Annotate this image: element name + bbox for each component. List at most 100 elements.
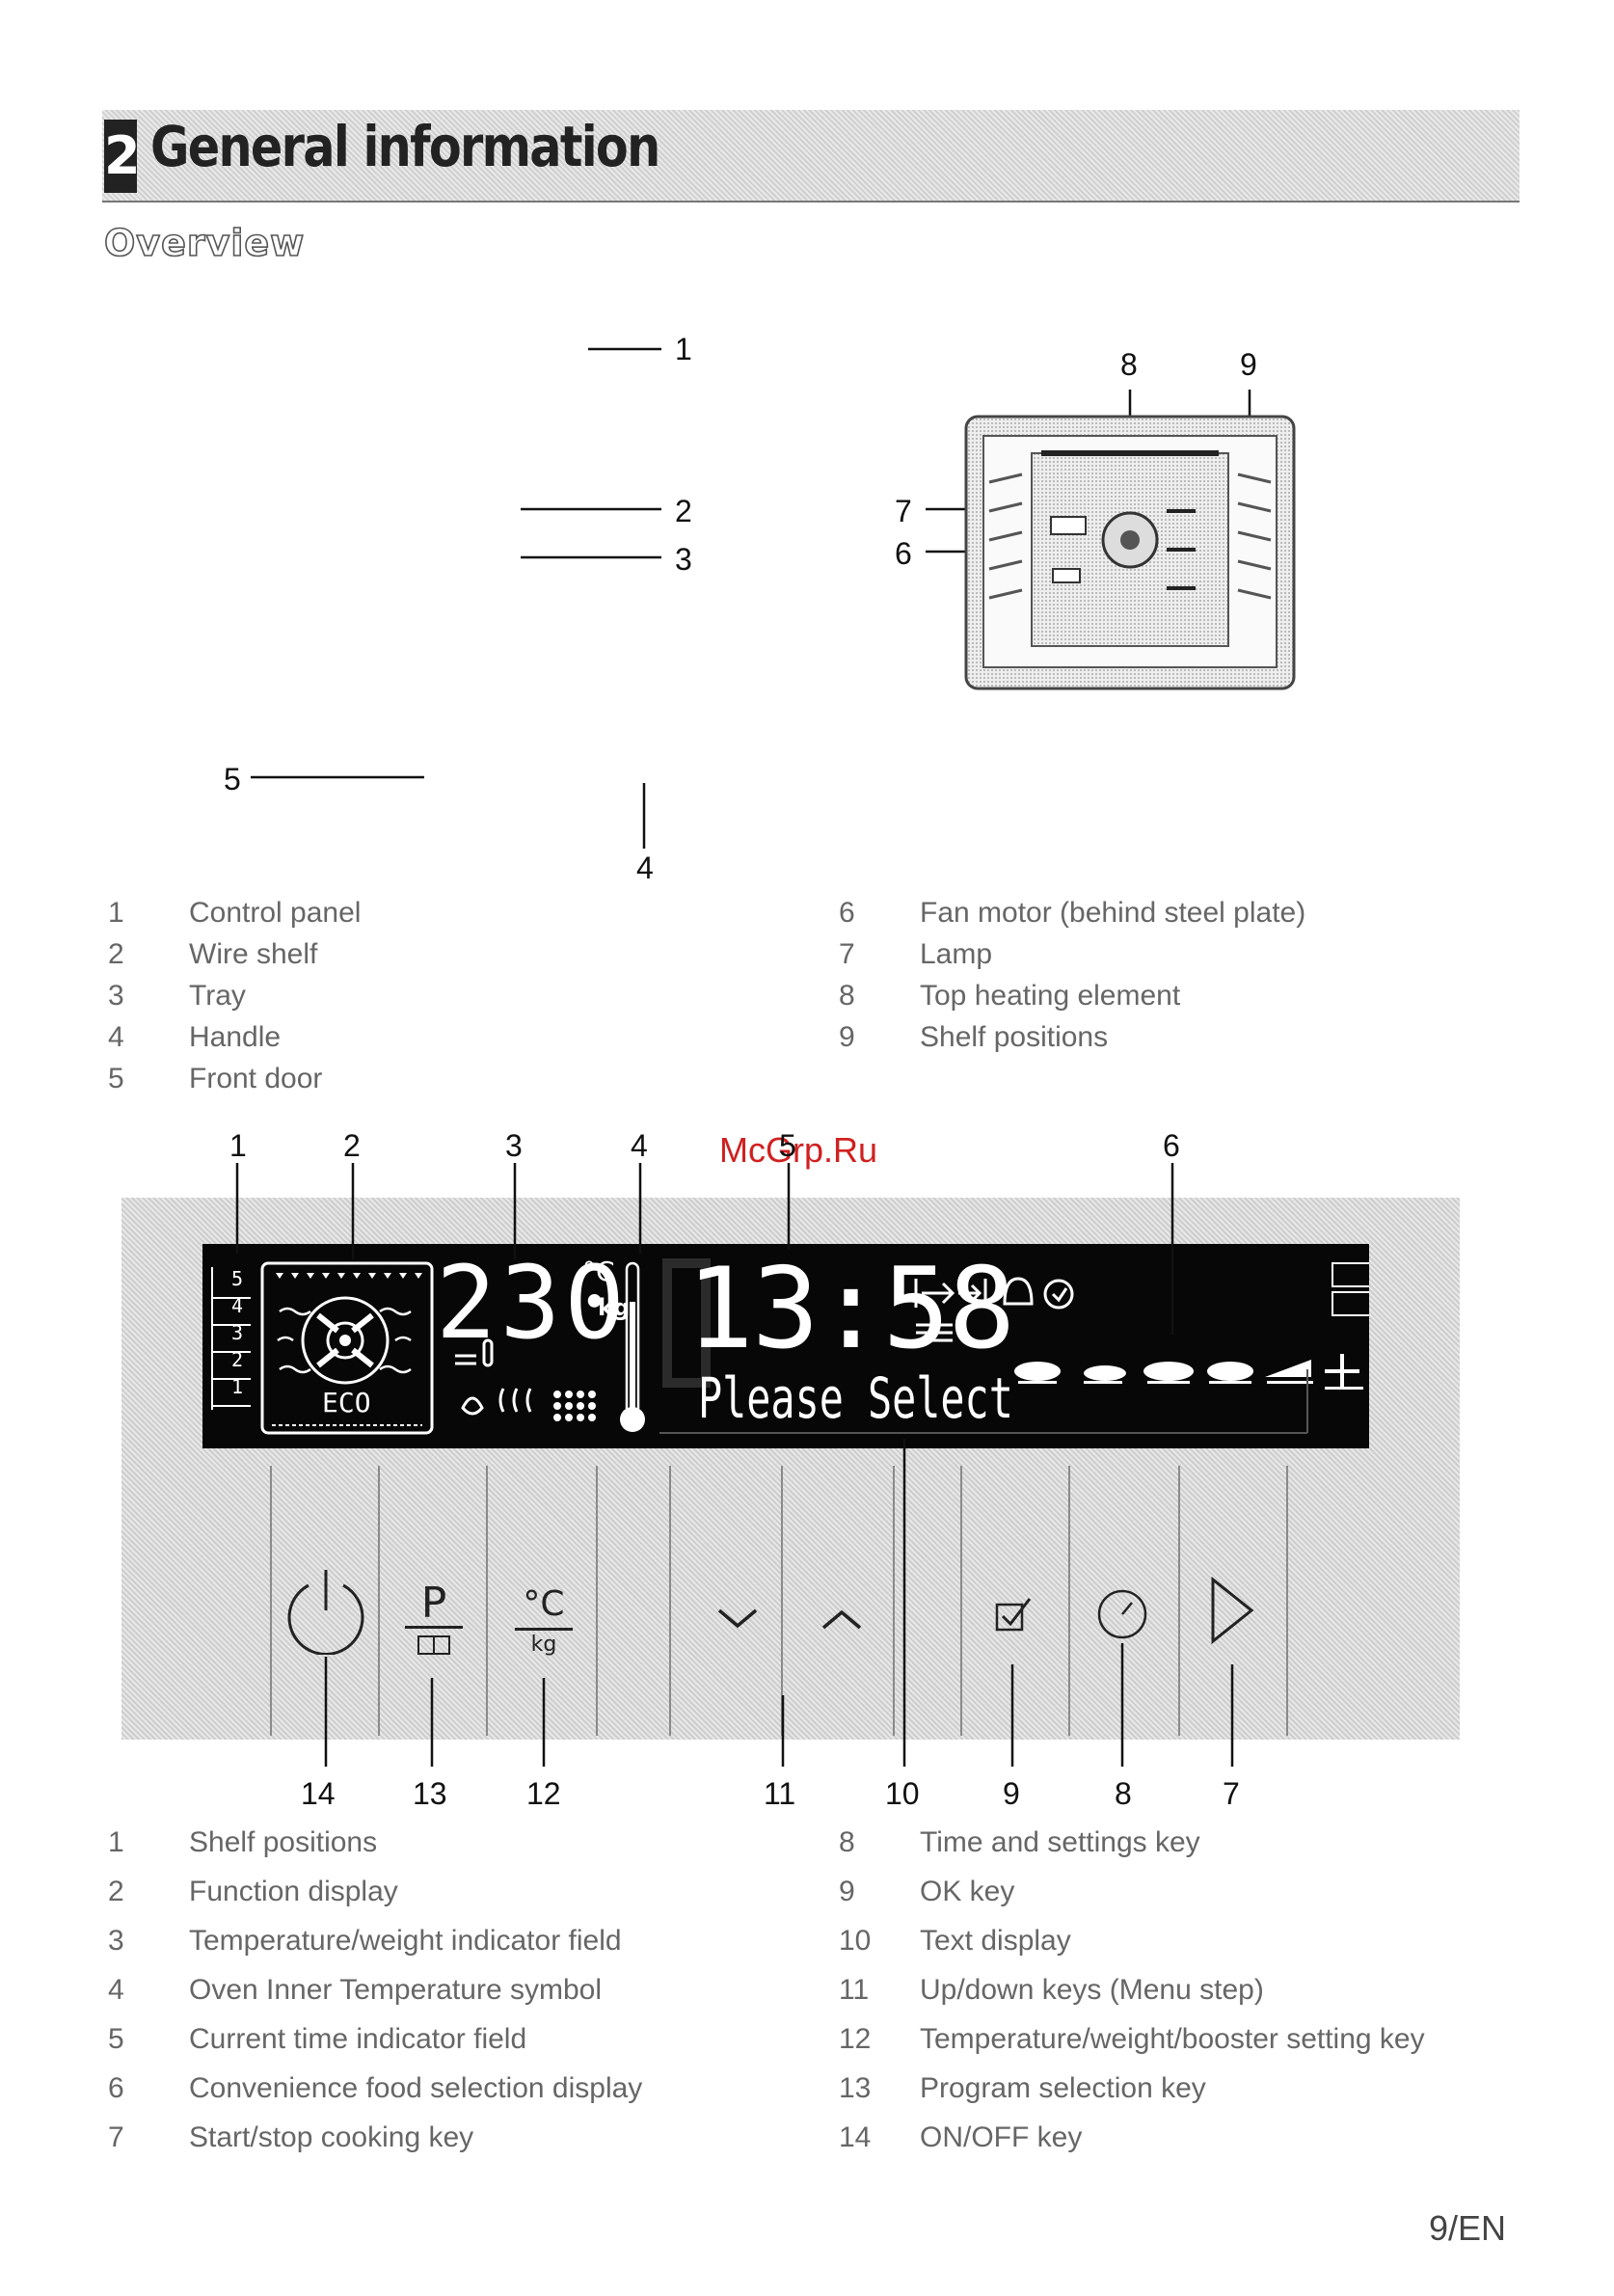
program-selection-key[interactable]: P: [405, 1581, 463, 1678]
key-divider: [270, 1466, 272, 1736]
legend-num: 2: [108, 1876, 124, 1907]
on-off-key[interactable]: [280, 1562, 372, 1656]
program-key-label: P: [405, 1581, 463, 1629]
legend-num: 12: [839, 2023, 872, 2055]
lcd-text-display: Please Select: [698, 1365, 1013, 1431]
key-divider: [596, 1466, 598, 1736]
legend-text: Front door: [189, 1063, 323, 1094]
shelf-level: 3: [231, 1321, 244, 1344]
legend-num: 1: [108, 1826, 124, 1858]
legend-text: Convenience food selection display: [189, 2072, 643, 2104]
legend-num: 7: [839, 938, 855, 970]
lcd-time: 13:58: [686, 1244, 1015, 1374]
program-book-icon: [417, 1635, 450, 1655]
section-title: Overview: [103, 221, 306, 265]
down-key[interactable]: [704, 1591, 771, 1649]
legend-text: Handle: [189, 1021, 282, 1053]
lcd-temperature: 230: [436, 1244, 629, 1362]
panel-callout-8: 8: [1115, 1776, 1132, 1811]
up-key[interactable]: [808, 1591, 875, 1649]
legend-text: OK key: [920, 1876, 1015, 1907]
legend-text: Function display: [189, 1876, 398, 1907]
legend-num: 2: [108, 938, 124, 970]
panel-callout-4: 4: [631, 1128, 648, 1163]
cavity-callout-6: 6: [895, 536, 912, 571]
legend-num: 14: [839, 2121, 872, 2153]
oven-cavity-illustration: [964, 415, 1296, 690]
legend-num: 13: [839, 2072, 872, 2104]
time-settings-key[interactable]: [1093, 1585, 1151, 1643]
legend-num: 6: [839, 897, 855, 929]
oven-callout-3: 3: [675, 542, 692, 577]
legend-text: Up/down keys (Menu step): [920, 1974, 1264, 2006]
key-divider: [1286, 1466, 1288, 1736]
legend-text: Top heating element: [920, 980, 1181, 1012]
legend-text: Wire shelf: [189, 938, 318, 970]
legend-num: 9: [839, 1021, 855, 1053]
lcd-temp-unit: °C: [582, 1256, 615, 1287]
legend-text: Tray: [189, 980, 246, 1012]
panel-callout-14: 14: [301, 1776, 336, 1811]
play-icon: [1211, 1576, 1254, 1645]
legend-num: 5: [108, 1063, 124, 1094]
lcd-graphics: [211, 1258, 1369, 1435]
key-divider: [960, 1466, 962, 1736]
key-divider: [378, 1466, 380, 1736]
weight-key-label: kg: [530, 1633, 557, 1657]
panel-callout-12: 12: [526, 1776, 561, 1811]
panel-callout-11: 11: [764, 1776, 796, 1811]
legend-text: ON/OFF key: [920, 2121, 1083, 2153]
legend-num: 8: [839, 980, 855, 1012]
legend-num: 10: [839, 1925, 872, 1957]
legend-text: Shelf positions: [189, 1826, 378, 1858]
chevron-down-icon: [717, 1608, 758, 1629]
chapter-number: 2: [104, 120, 141, 193]
temp-key-label: °C: [515, 1581, 573, 1631]
oven-callout-5: 5: [224, 762, 241, 797]
temperature-weight-key[interactable]: °C kg: [515, 1581, 573, 1678]
oven-callout-2: 2: [675, 494, 692, 528]
chapter-title: General information: [150, 114, 660, 179]
legend-text: Control panel: [189, 897, 362, 929]
chapter-header-bar: [102, 110, 1520, 203]
legend-text: Shelf positions: [920, 1021, 1109, 1053]
shelf-level: 4: [231, 1294, 244, 1317]
panel-callout-5: 5: [779, 1128, 796, 1163]
checkbox-icon: [995, 1598, 1032, 1632]
legend-text: Text display: [920, 1925, 1071, 1957]
shelf-level: 5: [231, 1267, 244, 1290]
legend-text: Time and settings key: [920, 1826, 1200, 1858]
shelf-level: 1: [231, 1375, 244, 1398]
legend-text: Temperature/weight indicator field: [189, 1925, 622, 1957]
legend-text: Fan motor (behind steel plate): [920, 897, 1306, 929]
oven-callout-4: 4: [636, 851, 654, 885]
legend-num: 7: [108, 2121, 124, 2153]
legend-num: 3: [108, 1925, 124, 1957]
panel-callout-10: 10: [885, 1776, 920, 1811]
panel-callout-1: 1: [229, 1128, 247, 1163]
key-divider: [669, 1466, 671, 1736]
legend-text: Start/stop cooking key: [189, 2121, 474, 2153]
key-divider: [1178, 1466, 1180, 1736]
legend-num: 9: [839, 1876, 855, 1907]
legend-num: 1: [108, 897, 124, 929]
legend-num: 5: [108, 2023, 124, 2055]
ok-key[interactable]: [989, 1591, 1037, 1639]
page-number: 9/EN: [1429, 2208, 1507, 2248]
key-divider: [893, 1466, 895, 1736]
chevron-up-icon: [821, 1609, 862, 1630]
cavity-callout-9: 9: [1240, 347, 1257, 382]
lcd-function-label: ECO: [322, 1387, 371, 1418]
legend-num: 4: [108, 1021, 124, 1053]
watermark: McGrp.Ru: [719, 1130, 878, 1170]
legend-num: 3: [108, 980, 124, 1012]
start-stop-key[interactable]: [1203, 1572, 1261, 1649]
shelf-level: 2: [231, 1348, 244, 1371]
cavity-callout-8: 8: [1120, 347, 1138, 382]
key-divider: [781, 1466, 783, 1736]
legend-num: 4: [108, 1974, 124, 2006]
legend-text: Current time indicator field: [189, 2023, 527, 2055]
lcd-weight-unit: kg: [598, 1294, 631, 1321]
legend-num: 8: [839, 1826, 855, 1858]
legend-num: 6: [108, 2072, 124, 2104]
